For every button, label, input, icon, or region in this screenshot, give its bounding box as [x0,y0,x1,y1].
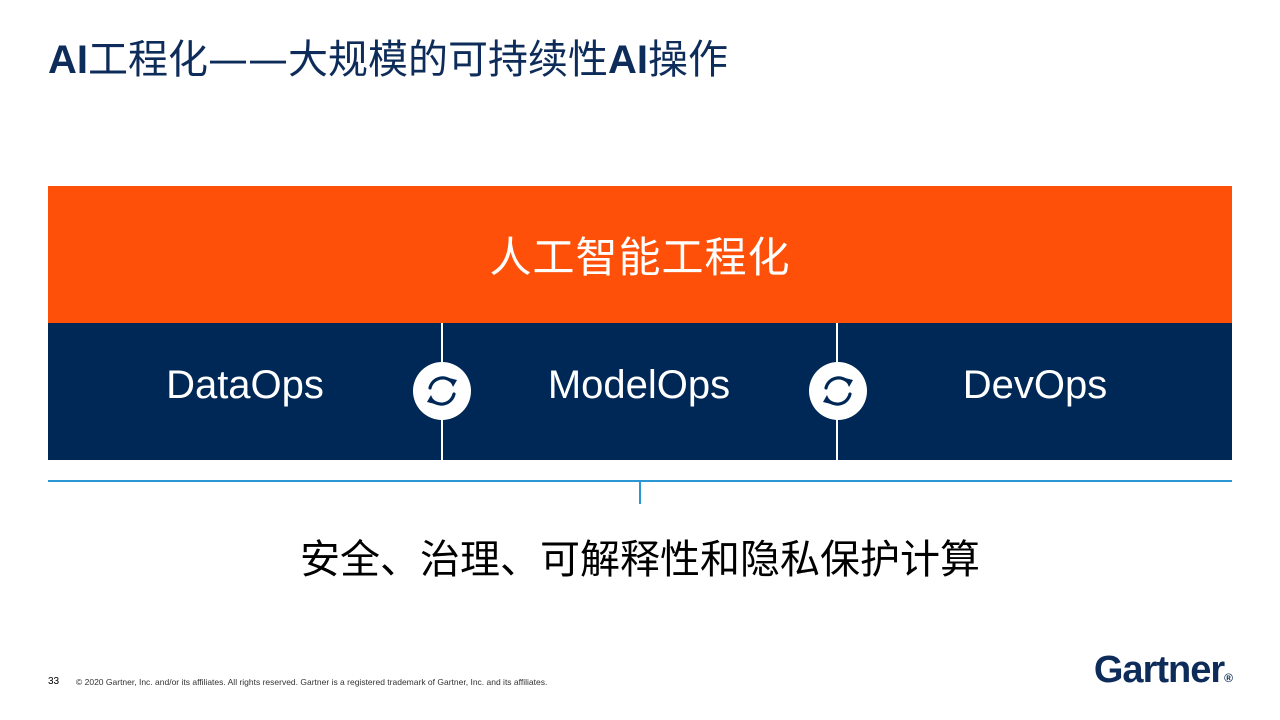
modelops-column: ModelOps [442,323,836,460]
sync-cycle-icon [809,362,867,420]
devops-label: DevOps [962,363,1108,407]
ai-engineering-band: 人工智能工程化 [48,186,1232,323]
modelops-label: ModelOps [547,363,731,407]
copyright-notice: © 2020 Gartner, Inc. and/or its affiliat… [76,677,548,687]
logo-registered-mark: ® [1224,671,1233,685]
ops-band: DataOps ModelOps DevOps [48,323,1232,460]
gartner-logo: Gartner® [1094,648,1233,700]
foundation-bracket-tick [639,480,641,504]
title-ai-suffix: AI [608,38,648,82]
page-number: 33 [48,676,60,687]
title-end: 操作 [648,37,728,83]
devops-column: DevOps [838,323,1232,460]
sync-cycle-icon [413,362,471,420]
page-title: AI工程化——大规模的可持续性AI操作 [48,34,728,86]
title-ai-prefix: AI [48,38,88,82]
ai-engineering-label: 人工智能工程化 [489,233,791,282]
title-middle: 工程化——大规模的可持续性 [88,37,608,83]
logo-text: Gartner [1093,649,1225,691]
dataops-label: DataOps [166,363,324,407]
foundation-label: 安全、治理、可解释性和隐私保护计算 [300,537,980,583]
dataops-column: DataOps [48,323,442,460]
